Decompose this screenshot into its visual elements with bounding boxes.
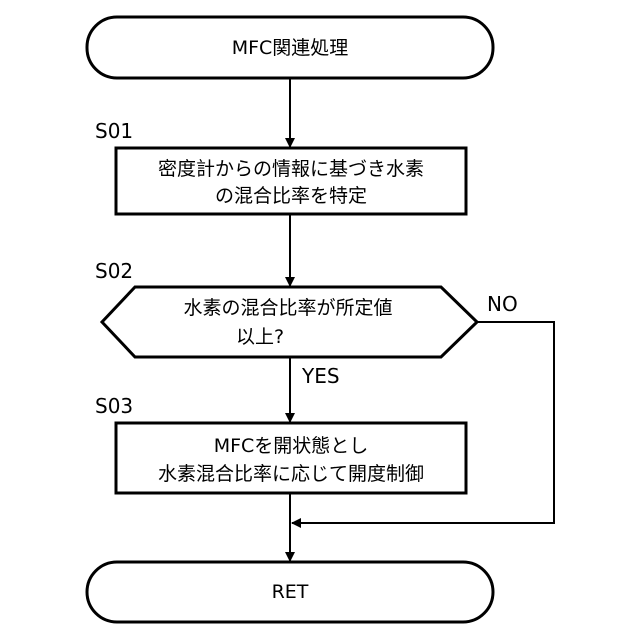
yes-branch-label: YES [301, 364, 340, 388]
end-label: RET [272, 581, 309, 603]
step-label-s02: S02 [95, 259, 133, 283]
s03-line-2: 水素混合比率に応じて開度制御 [158, 463, 424, 485]
start-label: MFC関連処理 [232, 37, 349, 59]
s02-line-2: 以上? [236, 326, 284, 348]
s01-line-1: 密度計からの情報に基づき水素 [158, 158, 424, 180]
step-label-s03: S03 [95, 394, 133, 418]
process-box-s03: MFCを開状態とし 水素混合比率に応じて開度制御 [116, 423, 466, 493]
no-branch-label: NO [487, 292, 518, 316]
s03-line-1: MFCを開状態とし [214, 435, 369, 457]
s01-line-2: の混合比率を特定 [215, 185, 367, 207]
s02-line-1: 水素の混合比率が所定値 [183, 297, 392, 319]
step-label-s01: S01 [95, 119, 133, 143]
start-terminal: MFC関連処理 [87, 17, 493, 78]
process-box-s01: 密度計からの情報に基づき水素 の混合比率を特定 [116, 148, 466, 214]
decision-s02: 水素の混合比率が所定値 以上? [102, 287, 477, 357]
end-terminal: RET [87, 562, 493, 622]
